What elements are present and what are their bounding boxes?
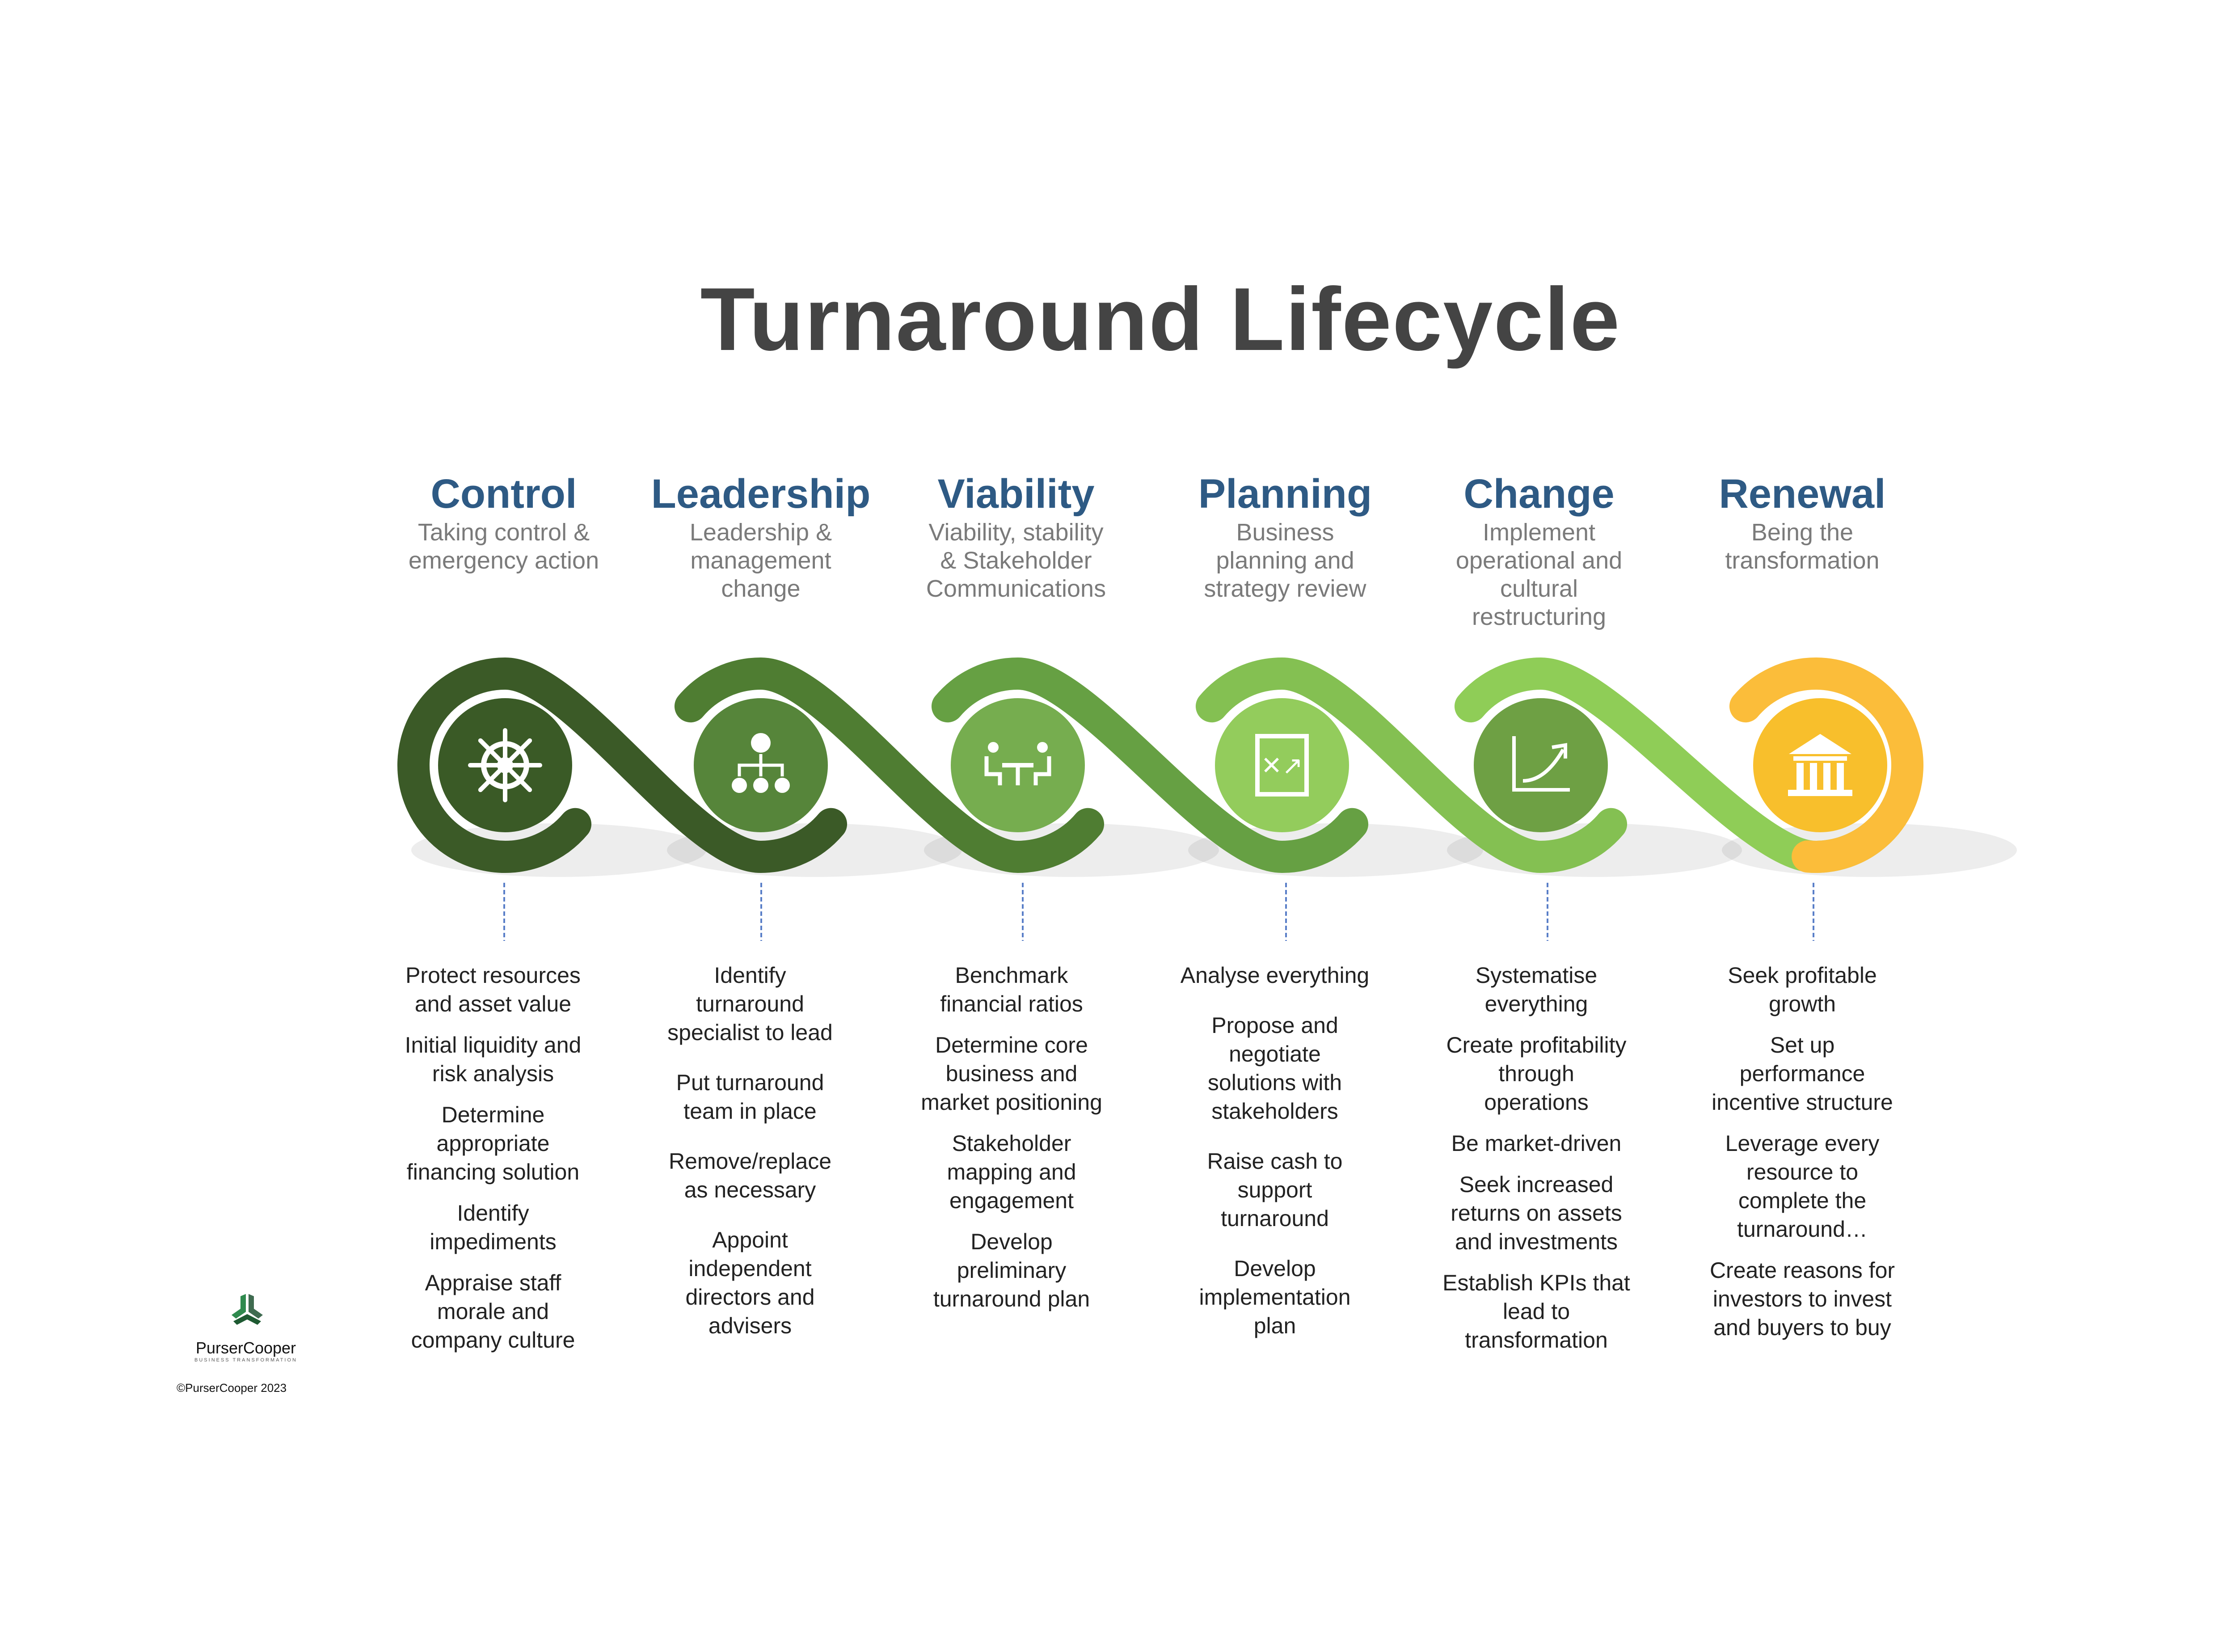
stage-title: Planning	[1198, 471, 1372, 517]
action-item: Remove/replace as necessary	[668, 1149, 832, 1202]
action-item: Identify turnaround specialist to lead	[667, 963, 833, 1045]
action-item: Create profitability through operations	[1446, 1032, 1627, 1115]
action-item: Analyse everything	[1180, 963, 1370, 988]
stage-title: Viability	[937, 471, 1095, 517]
action-item: Develop implementation plan	[1199, 1256, 1351, 1338]
stage-subtitle: Taking control & emergency action	[408, 519, 599, 574]
meeting-icon	[984, 742, 1051, 785]
wave-segment-planning	[1195, 657, 1628, 873]
action-item: Determine core business and market posit…	[921, 1032, 1102, 1115]
copyright: ©PurserCooper 2023	[177, 1381, 287, 1395]
page-title: Turnaround Lifecycle	[700, 270, 1621, 369]
stage-subtitle: Being the transformation	[1725, 519, 1880, 574]
wave-segment-control	[397, 657, 848, 873]
action-item: Identify impediments	[430, 1201, 557, 1254]
action-item: Benchmark financial ratios	[940, 963, 1083, 1016]
action-item: Propose and negotiate solutions with sta…	[1207, 1013, 1342, 1124]
bank-icon	[1788, 734, 1852, 796]
action-item: Put turnaround team in place	[676, 1070, 824, 1124]
logo-tagline: BUSINESS TRANSFORMATION	[194, 1357, 297, 1363]
action-item: Appraise staff morale and company cultur…	[411, 1270, 575, 1353]
stage-title: Renewal	[1719, 471, 1886, 517]
wave-segment-viability	[931, 657, 1369, 873]
stage-title: Control	[430, 471, 577, 517]
logo-name: PurserCooper	[195, 1339, 296, 1357]
logo-mark-right	[249, 1294, 263, 1319]
stage-subtitle: Business planning and strategy review	[1204, 519, 1366, 602]
action-item: Protect resources and asset value	[405, 963, 581, 1016]
action-item: Raise cash to support turnaround	[1207, 1149, 1343, 1231]
strategy-board-icon: ✕↗	[1255, 734, 1309, 796]
action-item: Set up performance incentive structure	[1712, 1032, 1893, 1115]
stage-circle-change	[1474, 698, 1608, 832]
company-logo: PurserCooper BUSINESS TRANSFORMATION	[179, 1292, 313, 1363]
action-item: Seek profitable growth	[1728, 963, 1877, 1016]
action-item: Seek increased returns on assets and inv…	[1451, 1172, 1622, 1254]
action-item: Appoint independent directors and advise…	[685, 1227, 815, 1338]
action-item: Initial liquidity and risk analysis	[405, 1032, 582, 1086]
action-item: Establish KPIs that lead to transformati…	[1442, 1270, 1630, 1353]
action-item: Be market-driven	[1451, 1131, 1622, 1156]
stage-subtitle: Leadership & management change	[689, 519, 832, 602]
action-item: Leverage every resource to complete the …	[1725, 1131, 1880, 1242]
svg-text:✕↗: ✕↗	[1261, 751, 1303, 780]
stage-subtitle: Implement operational and cultural restr…	[1455, 519, 1623, 630]
growth-chart-icon	[1512, 736, 1570, 792]
action-item: Create reasons for investors to invest a…	[1709, 1258, 1895, 1340]
wave-segment-leadership	[674, 657, 1105, 873]
action-item: Systematise everything	[1475, 963, 1598, 1016]
stage-subtitle: Viability, stability & Stakeholder Commu…	[926, 519, 1106, 602]
logo-mark-bottom	[233, 1314, 261, 1325]
org-chart-icon	[732, 733, 790, 793]
action-item: Determine appropriate financing solution	[406, 1102, 580, 1184]
ship-wheel-icon	[468, 728, 542, 802]
action-item: Develop preliminary turnaround plan	[933, 1229, 1090, 1311]
stage-circle-renewal	[1753, 698, 1887, 832]
stage-title: Leadership	[651, 471, 871, 517]
stage-title: Change	[1463, 471, 1615, 517]
action-item: Stakeholder mapping and engagement	[947, 1131, 1076, 1213]
logo-mark-left	[232, 1294, 246, 1319]
wave-segment-renewal	[1729, 657, 1923, 873]
stage-circle-planning	[1215, 698, 1349, 832]
